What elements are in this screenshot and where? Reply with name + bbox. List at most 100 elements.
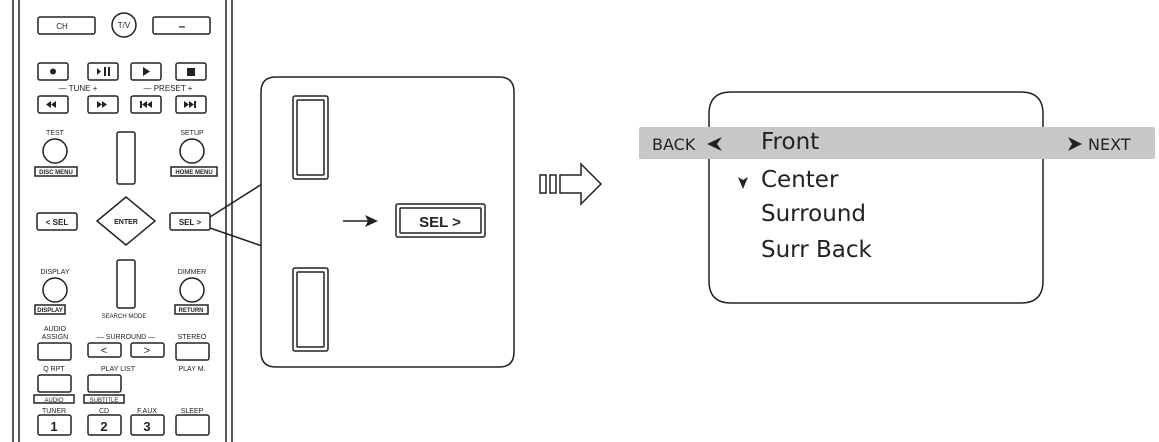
- tv-button[interactable]: [111, 12, 137, 38]
- preset-up-button[interactable]: [175, 95, 207, 114]
- menu-item-surround: Surround: [761, 201, 866, 227]
- screen-frame: [708, 91, 1044, 304]
- dimmer-button[interactable]: [179, 277, 205, 303]
- play-list-button[interactable]: [87, 374, 122, 393]
- menu-item-surr-back: Surr Back: [761, 237, 873, 263]
- minus-label: –: [179, 19, 186, 33]
- rpt-label: Q RPT: [43, 366, 65, 373]
- audio-box: [33, 394, 75, 404]
- subtitle-label: SUBTITLE: [90, 398, 119, 404]
- display-button[interactable]: [42, 277, 68, 303]
- sleep-label: SLEEP: [181, 408, 204, 415]
- stereo-label: STEREO: [178, 334, 207, 341]
- sel-left-label: < SEL: [46, 218, 69, 227]
- arrow-bar-2: [549, 174, 557, 194]
- cd-2-button[interactable]: [87, 414, 122, 436]
- tv-label: T/V: [118, 21, 131, 30]
- back-label: BACK: [652, 135, 696, 154]
- faux-label: F.AUX: [137, 408, 157, 415]
- tune-down-button[interactable]: [37, 95, 69, 114]
- remote-control: [12, 0, 233, 442]
- setup-label: SETUP: [180, 130, 204, 137]
- callout-up-button-inner: [296, 99, 325, 176]
- previous-icon: [140, 101, 152, 108]
- next-label: NEXT: [1088, 135, 1131, 154]
- pause-button[interactable]: [87, 62, 119, 81]
- subtitle-box: [83, 394, 125, 404]
- transition-arrow-icon: [539, 162, 603, 206]
- display-screen: [639, 91, 1155, 304]
- play-button[interactable]: [130, 62, 162, 81]
- volume-minus-button[interactable]: [152, 16, 211, 35]
- ch-down-button[interactable]: [37, 16, 96, 35]
- callout-up-button: [292, 95, 329, 180]
- callout-line-top: [209, 183, 263, 218]
- tuner-1-button[interactable]: [37, 414, 72, 436]
- selection-highlight-bar: [639, 127, 1155, 159]
- callout-down-button-inner: [296, 271, 325, 348]
- fast-forward-icon: [97, 101, 107, 108]
- enter-button[interactable]: [95, 196, 157, 246]
- sleep-button[interactable]: [175, 414, 210, 436]
- play-icon: [143, 67, 150, 76]
- callout-down-button: [292, 267, 329, 352]
- return-box: [174, 304, 209, 315]
- surround-right-button[interactable]: [130, 342, 165, 358]
- sel-right-button[interactable]: [169, 212, 211, 231]
- display-box: [34, 304, 66, 315]
- display-label: DISPLAY: [40, 269, 69, 276]
- cd-label: CD: [99, 408, 109, 415]
- checkmark-icon: [738, 177, 748, 189]
- back-arrow-icon: [707, 137, 722, 151]
- tune-up-button[interactable]: [87, 95, 119, 114]
- transport-glyphs: [46, 67, 196, 108]
- surround-left-label: <: [101, 345, 107, 357]
- arrow-head: [559, 162, 603, 206]
- stereo-button[interactable]: [175, 342, 210, 361]
- stop-icon: [187, 68, 195, 76]
- callout-sel-label: SEL >: [419, 214, 461, 231]
- surround-label: — SURROUND —: [97, 334, 155, 341]
- menu-item-front: Front: [761, 129, 819, 155]
- stop-button[interactable]: [175, 62, 207, 81]
- test-button[interactable]: [42, 138, 68, 164]
- ch-label: CH: [56, 22, 68, 31]
- faux-3-button[interactable]: [130, 414, 165, 436]
- tuner-label: TUNER: [42, 408, 66, 415]
- audio-label: AUDIO: [44, 398, 63, 404]
- zoom-callout: [209, 76, 515, 368]
- record-icon: [50, 68, 56, 75]
- surround-left-button[interactable]: [87, 342, 122, 358]
- num1-label: 1: [50, 419, 57, 434]
- search-mode-label: SEARCH MODE: [102, 314, 147, 320]
- play-list-label: PLAY LIST: [101, 366, 136, 373]
- play-m-label: PLAY M.: [179, 366, 206, 373]
- remote-labels: CH T/V – — TUNE + — PRESET + TEST SETUP …: [37, 19, 212, 434]
- record-button[interactable]: [37, 62, 69, 81]
- sel-left-button[interactable]: [36, 212, 78, 231]
- cursor-up-button[interactable]: [116, 131, 136, 185]
- enter-label: ENTER: [114, 219, 138, 226]
- callout-line-bottom: [209, 227, 263, 247]
- rpt-button[interactable]: [37, 374, 72, 393]
- rewind-icon: [46, 101, 56, 108]
- home-menu-label: HOME MENU: [175, 170, 212, 176]
- next-arrow-icon: [1068, 137, 1082, 151]
- audio-assign-button[interactable]: [37, 342, 72, 361]
- setup-button[interactable]: [179, 138, 205, 164]
- num2-label: 2: [100, 419, 107, 434]
- cursor-down-button[interactable]: [116, 259, 136, 309]
- next-icon: [184, 101, 196, 108]
- callout-arrow-icon: [365, 215, 378, 227]
- num3-label: 3: [143, 419, 150, 434]
- disc-menu-box: [34, 166, 78, 177]
- tune-label: — TUNE +: [59, 84, 98, 93]
- callout-panel: [260, 76, 515, 368]
- preset-label: — PRESET +: [144, 84, 193, 93]
- callout-sel-right-button-inner: [399, 207, 482, 234]
- preset-down-button[interactable]: [130, 95, 162, 114]
- arrow-bar-1: [539, 174, 547, 194]
- return-label: RETURN: [179, 308, 204, 314]
- disc-menu-label: DISC MENU: [39, 170, 73, 176]
